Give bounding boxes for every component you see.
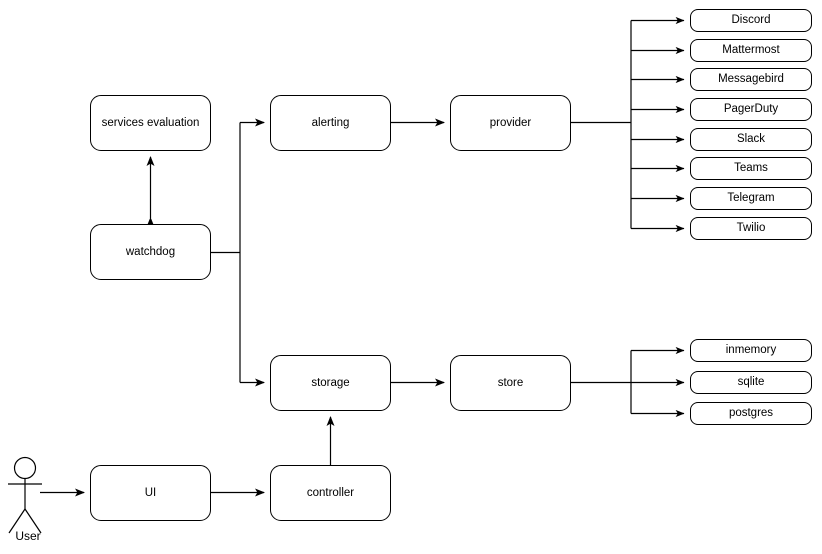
node-provider-messagebird[interactable]: Messagebird: [690, 68, 812, 91]
node-label: postgres: [728, 407, 774, 420]
node-label: Mattermost: [722, 44, 780, 57]
node-label: PagerDuty: [723, 103, 779, 116]
node-storage[interactable]: storage: [270, 355, 391, 411]
node-alerting[interactable]: alerting: [270, 95, 391, 151]
node-label: alerting: [311, 116, 350, 129]
node-label: Teams: [734, 162, 768, 175]
node-store[interactable]: store: [450, 355, 571, 411]
user-actor[interactable]: User: [0, 455, 56, 549]
node-label: inmemory: [725, 344, 777, 357]
node-label: sqlite: [737, 376, 765, 389]
node-provider-telegram[interactable]: Telegram: [690, 187, 812, 210]
node-store-inmemory[interactable]: inmemory: [690, 339, 812, 362]
node-label: Discord: [731, 14, 771, 27]
node-label: provider: [489, 116, 532, 129]
node-provider[interactable]: provider: [450, 95, 571, 151]
node-ui[interactable]: UI: [90, 465, 211, 521]
node-label: Telegram: [727, 192, 775, 205]
node-store-sqlite[interactable]: sqlite: [690, 371, 812, 394]
user-actor-label: User: [15, 529, 41, 543]
node-label: Messagebird: [718, 73, 784, 86]
node-label: storage: [311, 376, 350, 389]
node-label: store: [497, 376, 524, 389]
node-label: Twilio: [736, 222, 766, 235]
node-store-postgres[interactable]: postgres: [690, 402, 812, 425]
node-services-evaluation[interactable]: services evaluation: [90, 95, 211, 151]
node-provider-twilio[interactable]: Twilio: [690, 217, 812, 240]
node-label: UI: [144, 486, 157, 499]
node-provider-teams[interactable]: Teams: [690, 157, 812, 180]
node-label: services evaluation: [101, 116, 200, 129]
node-provider-slack[interactable]: Slack: [690, 128, 812, 151]
node-label: controller: [306, 486, 355, 499]
node-label: watchdog: [125, 245, 176, 258]
node-provider-discord[interactable]: Discord: [690, 9, 812, 32]
node-label: Slack: [736, 133, 766, 146]
node-provider-pagerduty[interactable]: PagerDuty: [690, 98, 812, 121]
node-provider-mattermost[interactable]: Mattermost: [690, 39, 812, 62]
node-controller[interactable]: controller: [270, 465, 391, 521]
node-watchdog[interactable]: watchdog: [90, 224, 211, 280]
